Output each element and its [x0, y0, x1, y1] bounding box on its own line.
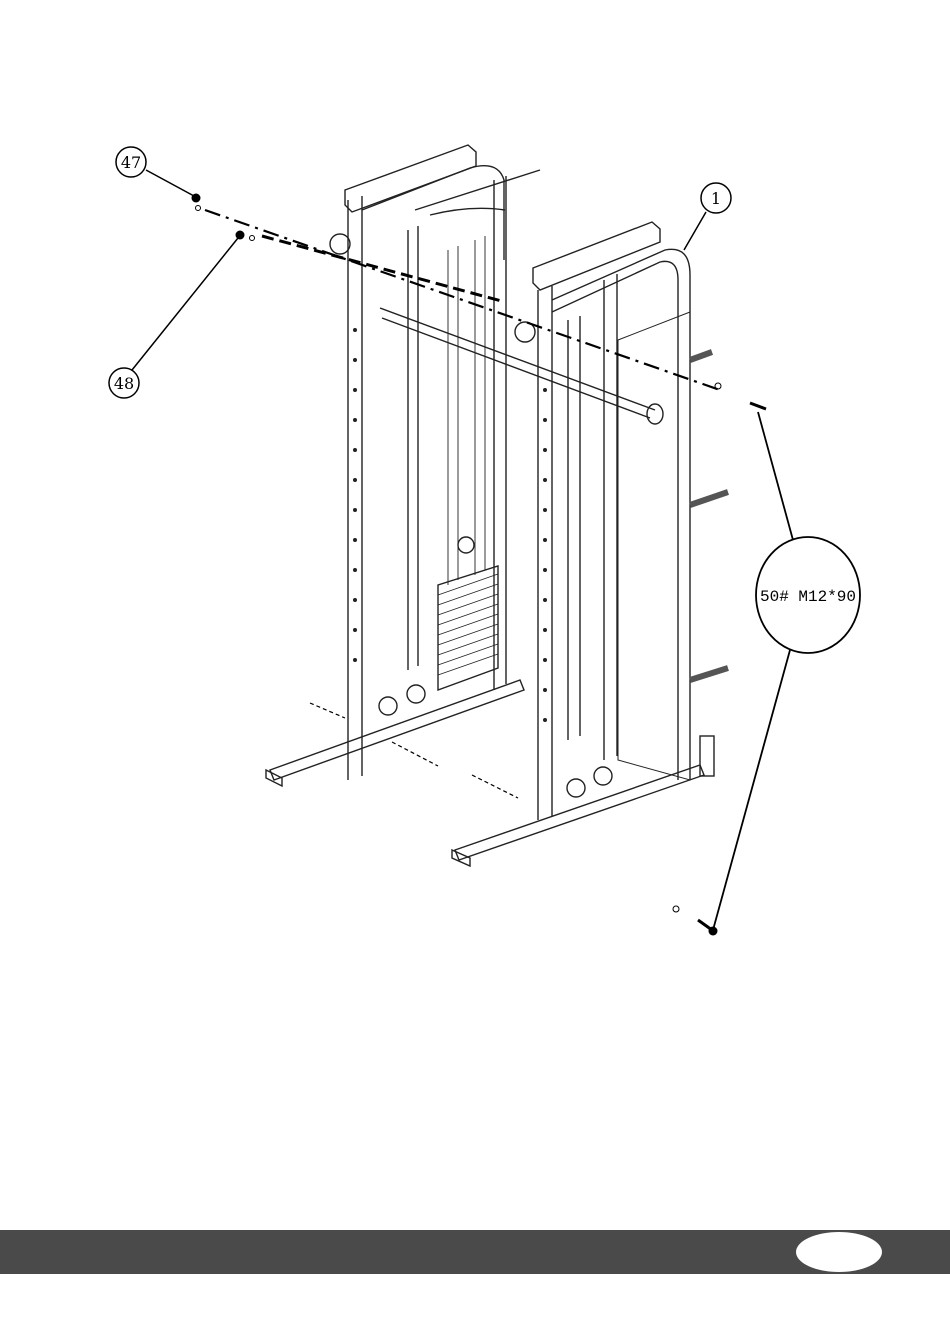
- washer-right: [715, 383, 721, 389]
- cap-nut-48: [236, 231, 245, 240]
- washer-48: [250, 236, 255, 241]
- washer-bottom: [673, 906, 679, 912]
- washer-47: [196, 206, 201, 211]
- callout-47: 47: [116, 147, 194, 196]
- machine-frame: [266, 145, 728, 866]
- callout-47-label: 47: [121, 153, 141, 172]
- spec-callout: 50# M12*90: [713, 412, 860, 930]
- bolt-axis-lines: [205, 210, 720, 798]
- callout-1: 1: [684, 183, 731, 250]
- spec-label: 50# M12*90: [760, 588, 856, 606]
- bolt-m12: [750, 403, 766, 409]
- callout-1-label: 1: [711, 189, 721, 208]
- callout-48-label: 48: [114, 374, 134, 393]
- page-number-oval: [796, 1232, 882, 1272]
- callout-48: 48: [109, 238, 238, 398]
